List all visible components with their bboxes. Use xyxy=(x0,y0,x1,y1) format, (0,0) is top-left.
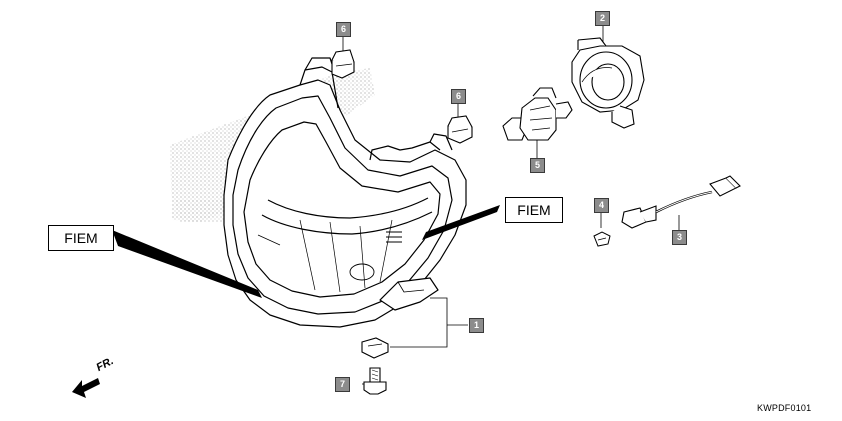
callout-3: 3 xyxy=(672,230,687,245)
clip-nut xyxy=(361,337,389,359)
callout-1: 1 xyxy=(469,318,484,333)
front-arrow xyxy=(72,378,100,398)
callout-6-top: 6 xyxy=(336,22,351,37)
fiem-arrows xyxy=(112,205,500,298)
document-code: KWPDF0101 xyxy=(757,403,812,413)
grommet-top xyxy=(331,49,355,79)
callout-2: 2 xyxy=(595,11,610,26)
callout-5: 5 xyxy=(530,158,545,173)
callout-6-right: 6 xyxy=(451,89,466,104)
callout-7: 7 xyxy=(335,377,350,392)
socket-wiring xyxy=(621,175,741,229)
grommet-right xyxy=(447,115,473,144)
callout-4: 4 xyxy=(594,198,609,213)
fiem-label-right: FIEM xyxy=(505,197,563,223)
socket-cover xyxy=(571,37,645,129)
position-bulb xyxy=(593,231,611,247)
fiem-label-left: FIEM xyxy=(48,225,114,251)
headlight-bulb xyxy=(502,87,573,141)
mounting-bolt xyxy=(363,367,387,395)
headlight-unit xyxy=(223,57,467,328)
